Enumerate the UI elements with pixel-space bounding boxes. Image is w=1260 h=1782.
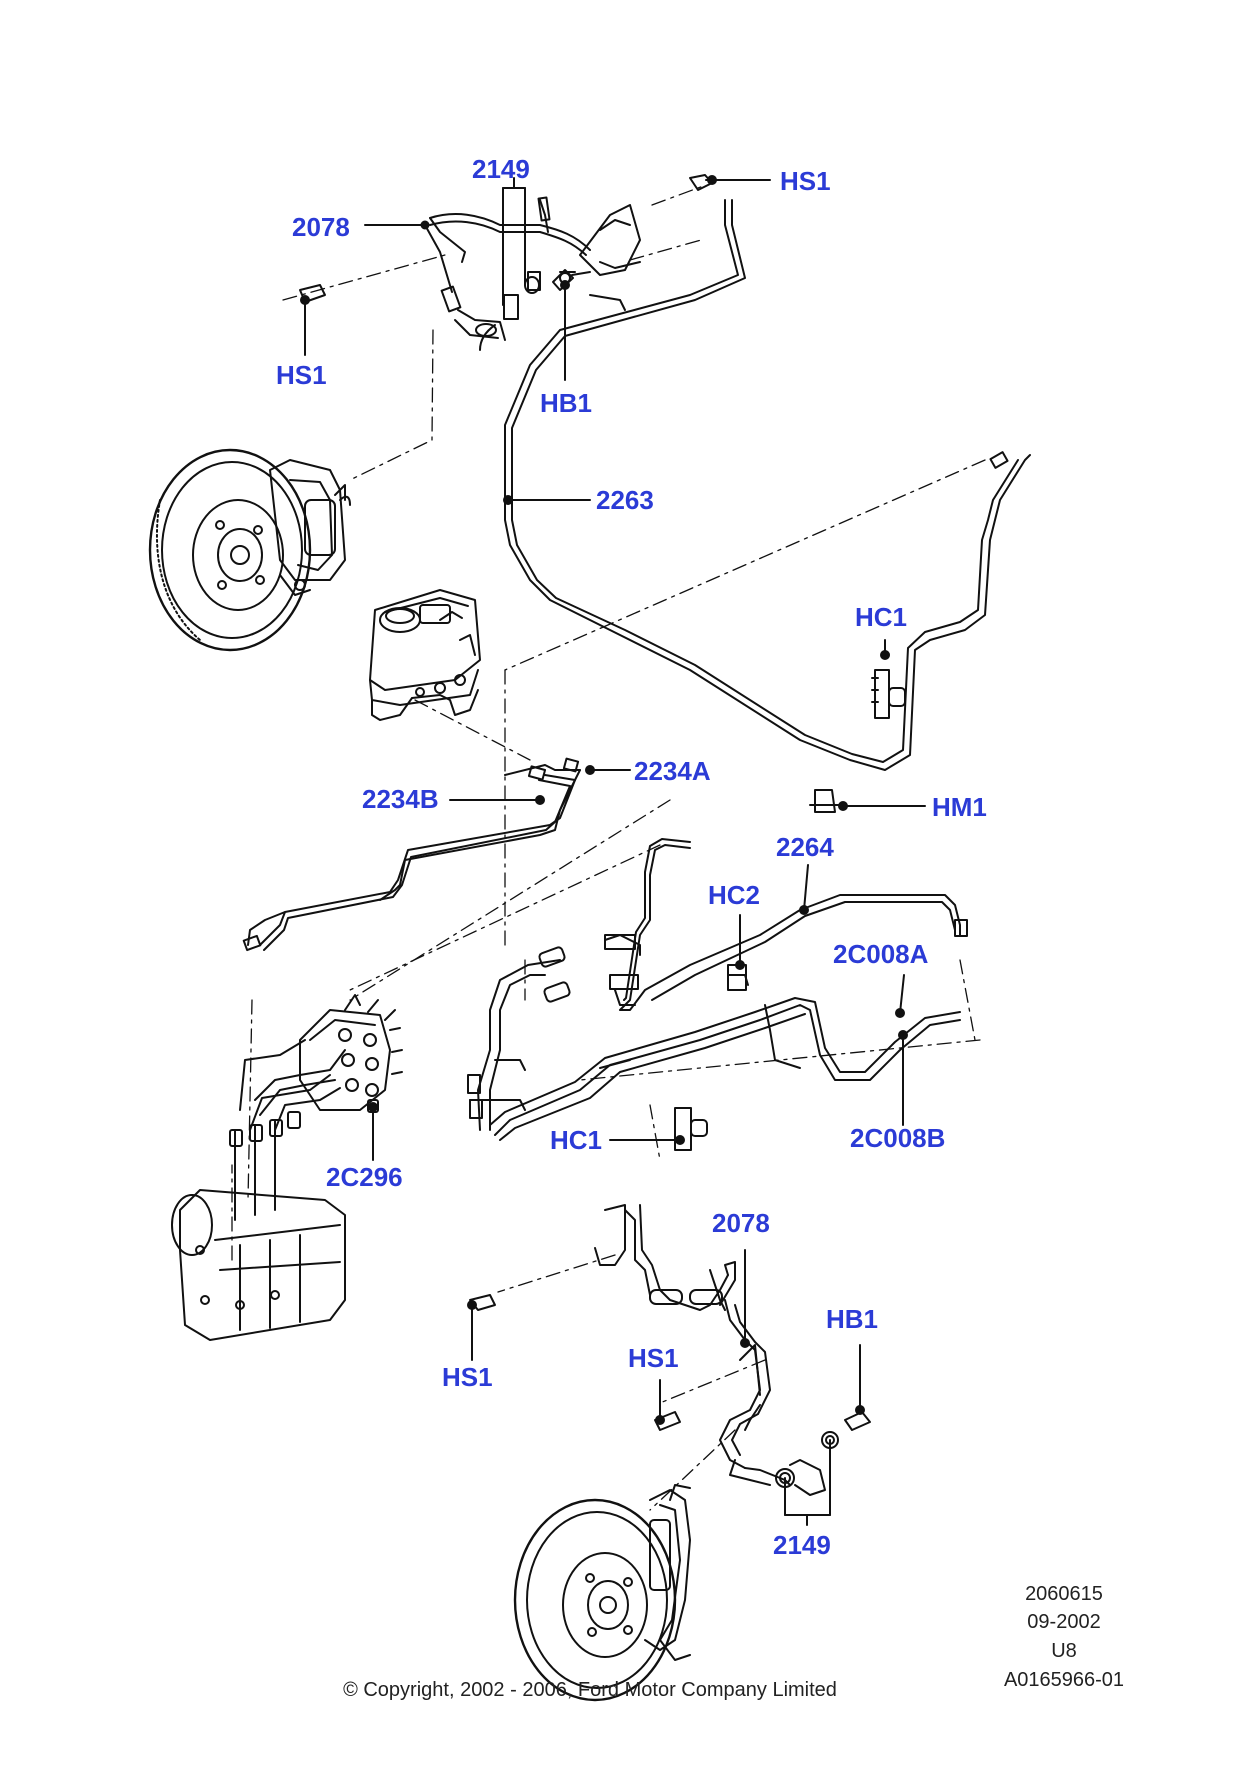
- clip-hc2: [727, 914, 749, 991]
- label-hc1-lower[interactable]: HC1: [550, 1125, 603, 1155]
- brake-line-2c008: [467, 946, 961, 1141]
- label-hb1-top[interactable]: HB1: [540, 388, 593, 418]
- bolt-hb1-bottom: [844, 1344, 871, 1431]
- leader-2149-top: [502, 177, 526, 306]
- label-2078-top[interactable]: 2078: [292, 212, 350, 242]
- drawing-model-code: U8: [1051, 1640, 1077, 1662]
- hydraulic-control-unit-2c296: [229, 994, 403, 1161]
- bolt-hb1-top: [552, 269, 574, 381]
- label-hc1-right[interactable]: HC1: [855, 602, 908, 632]
- label-2c008a[interactable]: 2C008A: [833, 939, 929, 969]
- brake-line-2264: [604, 838, 968, 1011]
- master-cylinder: [369, 589, 481, 721]
- label-hs1-bottom-mid[interactable]: HS1: [628, 1343, 679, 1373]
- label-2c008b[interactable]: 2C008B: [850, 1123, 946, 1153]
- drawing-date: 09-2002: [1027, 1611, 1101, 1633]
- front-hose-assembly-top: [424, 196, 641, 351]
- label-2234b[interactable]: 2234B: [362, 784, 439, 814]
- label-2264[interactable]: 2264: [776, 832, 834, 862]
- label-2234a[interactable]: 2234A: [634, 756, 711, 786]
- label-2c296[interactable]: 2C296: [326, 1162, 403, 1192]
- front-hose-assembly-bottom: [594, 1204, 839, 1496]
- label-hb1-bottom[interactable]: HB1: [826, 1304, 879, 1334]
- brake-line-2263: [503, 199, 1031, 771]
- dashed-alignment-lines: [231, 184, 986, 1511]
- drawing-id: A0165966-01: [1003, 1669, 1125, 1691]
- label-hc2[interactable]: HC2: [708, 880, 761, 910]
- label-hm1[interactable]: HM1: [932, 792, 987, 822]
- label-2078-bottom[interactable]: 2078: [712, 1208, 770, 1238]
- bolt-hs1-top-right: [689, 174, 771, 191]
- brake-line-2234b: [242, 765, 576, 952]
- bolt-hs1-bottom-left: [467, 1294, 496, 1361]
- front-right-disc-brake: [513, 1484, 691, 1702]
- clip-hc1-right: [871, 639, 906, 719]
- clip-hc1-lower: [609, 1107, 708, 1151]
- label-2263[interactable]: 2263: [596, 485, 654, 515]
- clip-hm1: [809, 789, 926, 813]
- front-left-disc-brake: [148, 448, 351, 652]
- label-2149-top[interactable]: 2149: [472, 154, 530, 184]
- label-hs1-bottom-left[interactable]: HS1: [442, 1362, 493, 1392]
- bolt-hs1-top-left: [299, 284, 326, 356]
- copyright: © Copyright, 2002 - 2006, Ford Motor Com…: [343, 1679, 837, 1701]
- drawing-ref-number: 2060615: [1025, 1583, 1103, 1605]
- label-hs1-top-left[interactable]: HS1: [276, 360, 327, 390]
- label-hs1-top-right[interactable]: HS1: [780, 166, 831, 196]
- leader-2149-bottom: [784, 1439, 831, 1526]
- abs-module: [171, 1119, 346, 1341]
- bolt-hs1-bottom-mid: [654, 1379, 681, 1431]
- label-2149-bottom[interactable]: 2149: [773, 1530, 831, 1560]
